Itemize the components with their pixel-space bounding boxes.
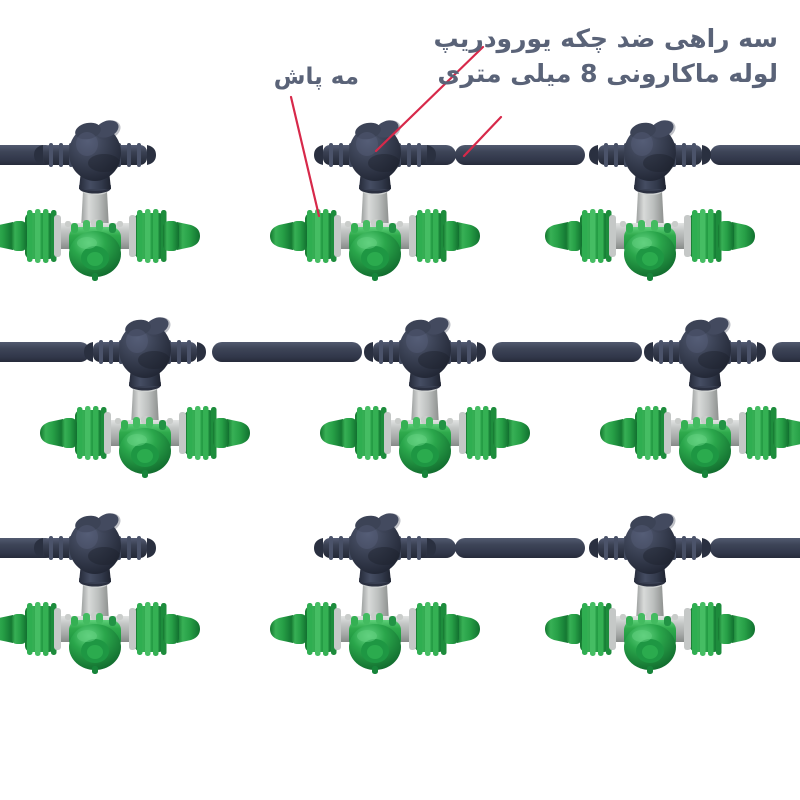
macaroni-tube-segment [455,145,585,165]
product-row-3 [0,509,800,674]
leader-line-mist-sprayer [289,95,321,218]
macaroni-tube-segment [0,342,90,362]
main-product-label: سه راهی ضد چکه یورودریپ لوله ماکارونی 8 … [433,22,778,91]
label-line-2: لوله ماکارونی 8 میلی متری [437,58,778,88]
macaroni-tube-segment [492,342,642,362]
mist-sprayer-label: مه پاش [273,64,359,90]
label-line-1: سه راهی ضد چکه یورودریپ [433,24,778,53]
leader-line-macaroni-tube [462,115,503,158]
macaroni-tube-segment [772,342,800,362]
macaroni-tube-segment [710,145,800,165]
macaroni-tube-segment [455,538,585,558]
macaroni-tube-segment [212,342,362,362]
macaroni-tube-segment [710,538,800,558]
product-row-1 [0,116,800,281]
leader-line-anti-drip-tee [374,45,485,153]
product-row-2 [0,313,800,478]
